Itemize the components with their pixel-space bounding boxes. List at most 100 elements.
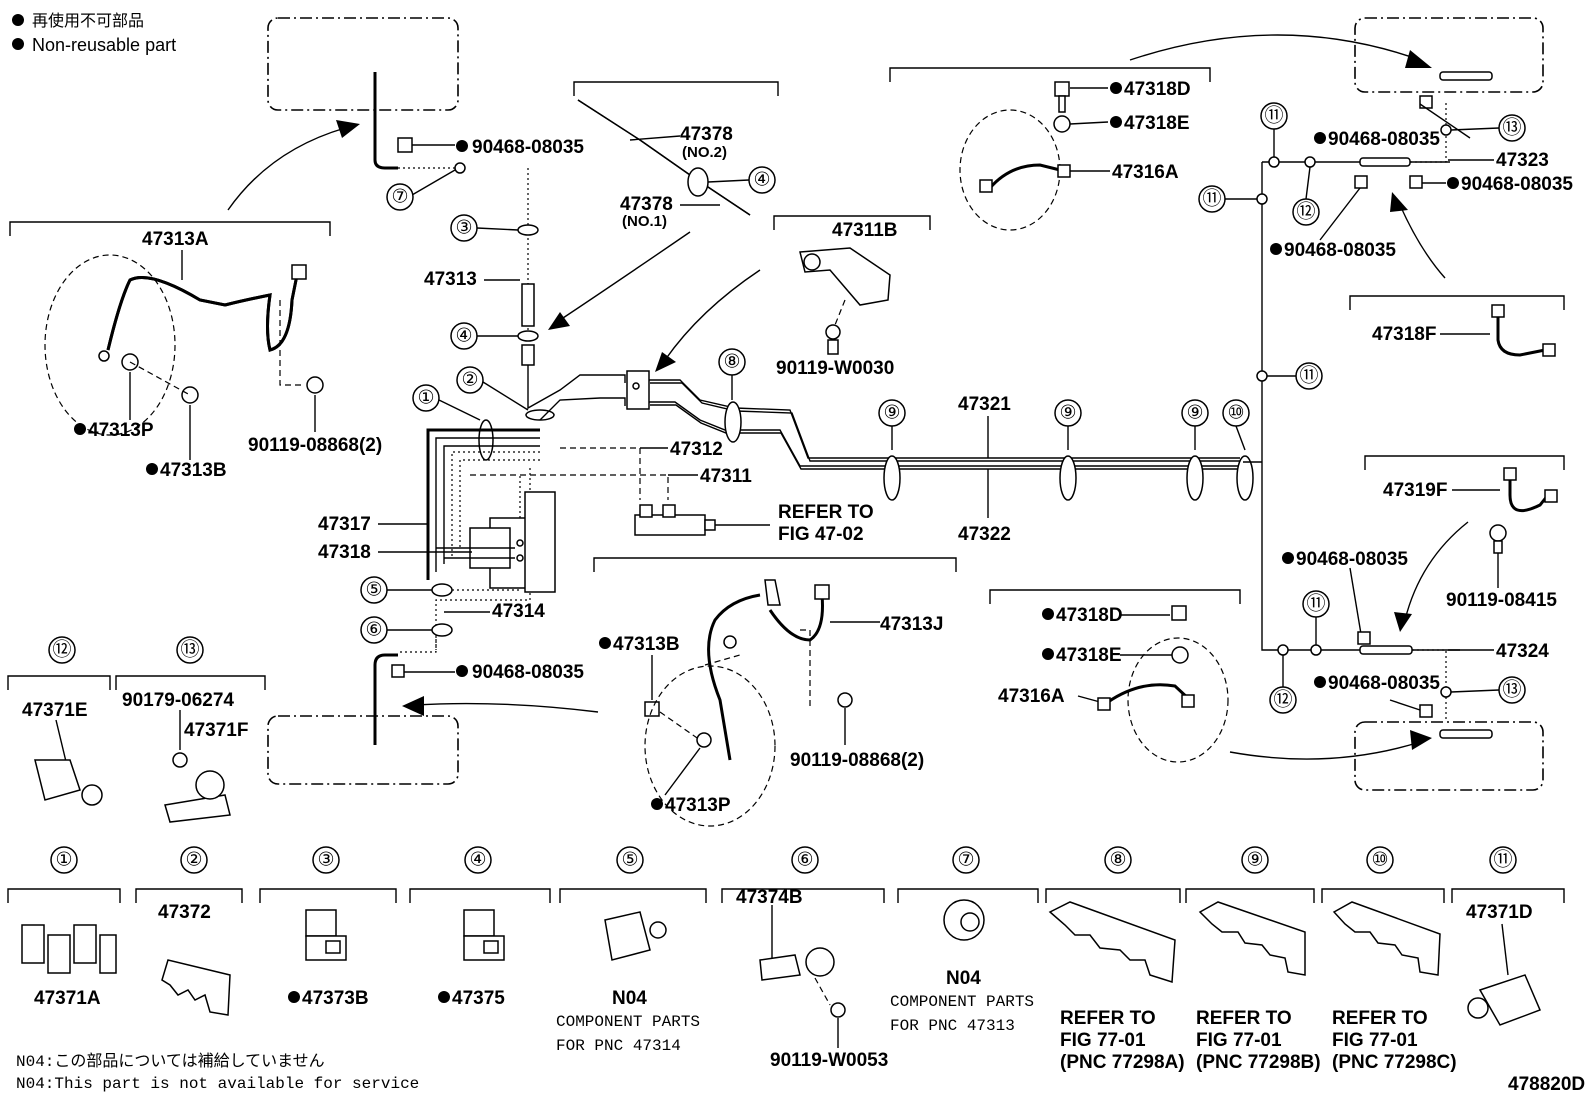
non-reusable-marker-icon — [1110, 82, 1122, 94]
non-reusable-marker-icon — [1447, 177, 1459, 189]
label-47318D-bottom: 47318D — [1056, 605, 1123, 626]
label-47311B: 47311B — [832, 220, 898, 241]
label-47313B-center: 47313B — [613, 634, 680, 655]
label-90468-08035-rm: 90468-08035 — [1296, 549, 1408, 570]
component-parts-47313-l1: COMPONENT PARTS — [890, 993, 1034, 1011]
non-reusable-marker-icon — [12, 38, 24, 50]
side-parts-12-13: ⑫ ⑬ 47371E 90179-06274 47371F — [7, 636, 266, 823]
figure-id: 478820D — [1508, 1074, 1585, 1095]
clip-icon — [1354, 175, 1368, 189]
label-47371F: 47371F — [184, 720, 248, 741]
label-no1: (NO.1) — [622, 213, 667, 230]
label-47318E-bottom: 47318E — [1056, 645, 1122, 666]
ref-9-bottom: ⑨ — [1246, 850, 1263, 871]
part-90119-W0053: 90119-W0053 — [770, 1050, 888, 1071]
ref-2: ② — [461, 370, 478, 391]
ref-4: ④ — [455, 326, 472, 347]
top-left-pipe-group: 90468-08035 ⑦ ③ 47313 ④ — [227, 72, 584, 366]
non-reusable-marker-icon — [1042, 648, 1054, 660]
label-47318D-top: 47318D — [1124, 79, 1191, 100]
legend-en: Non-reusable part — [32, 35, 176, 55]
ref-12-header: ⑫ — [52, 639, 71, 661]
clip-icon — [1419, 95, 1433, 109]
ref-13-header: ⑬ — [180, 639, 199, 661]
non-reusable-marker-icon — [74, 423, 86, 435]
label-90468-08035-tr2: 90468-08035 — [1461, 174, 1573, 195]
ref-8-bottom: ⑧ — [1109, 850, 1126, 871]
part-47371D: 47371D — [1466, 902, 1533, 923]
legend-jp: 再使用不可部品 — [32, 12, 144, 30]
refer-to-10-l1: REFER TO — [1332, 1008, 1428, 1029]
hose-group-47378: 47378 (NO.2) 47378 (NO.1) ④ — [548, 81, 779, 330]
label-47313J: 47313J — [880, 614, 943, 635]
footnote-en: N04:This part is not available for servi… — [16, 1075, 419, 1093]
refer-to-9-l1: REFER TO — [1196, 1008, 1292, 1029]
label-47314: 47314 — [492, 601, 545, 622]
ref-11-bottom: ⑪ — [1493, 849, 1512, 871]
footnote-jp: N04:この部品については補給していません — [16, 1052, 325, 1071]
ref-7-bottom: ⑦ — [957, 850, 974, 871]
non-reusable-marker-icon — [1042, 608, 1054, 620]
clip-icon — [1357, 631, 1371, 645]
label-47324: 47324 — [1496, 641, 1549, 662]
clip-icon — [1409, 175, 1423, 189]
non-reusable-marker-icon — [288, 991, 300, 1003]
bottom-parts-row: ① 47371A ② 47372 ③ 47373B ④ 47375 ⑤ N04 … — [7, 846, 1565, 1073]
right-branch: ⑪ ⑪ ⑫ ⑬ 90468-08035 47323 90468-08035 — [989, 71, 1573, 763]
bracket-group-47311B: 47311B 90119-W0030 — [655, 215, 931, 379]
label-47318: 47318 — [318, 542, 371, 563]
placeholder-box-bottom-right — [1354, 721, 1544, 791]
ref-9b: ⑨ — [1059, 403, 1076, 424]
ref-9a: ⑨ — [883, 403, 900, 424]
label-47322: 47322 — [958, 524, 1011, 545]
label-47313P-left: 47313P — [88, 420, 154, 441]
refer-to-8-l1: REFER TO — [1060, 1008, 1156, 1029]
label-90119-08868-center: 90119-08868(2) — [790, 750, 924, 771]
hose-group-47313A: 47313A 47313P 47313B 90119-08868(2) — [9, 221, 382, 481]
label-90468-08035: 90468-08035 — [472, 137, 584, 158]
ref-4b: ④ — [753, 170, 770, 191]
ref-3-bottom: ③ — [317, 850, 334, 871]
ref-12b: ⑫ — [1273, 689, 1292, 711]
label-90119-08868-left: 90119-08868(2) — [248, 435, 382, 456]
placeholder-box-mid-left — [267, 715, 459, 785]
ref-9c: ⑨ — [1186, 403, 1203, 424]
label-refer-to-main: REFER TO — [778, 502, 874, 523]
label-47313B-left: 47313B — [160, 460, 227, 481]
ref-11b: ⑪ — [1202, 188, 1221, 210]
label-47318F: 47318F — [1372, 324, 1436, 345]
part-47373B: 47373B — [302, 988, 369, 1009]
ref-1: ① — [417, 388, 434, 409]
placeholder-box-top-left — [267, 17, 459, 111]
non-reusable-marker-icon — [1270, 243, 1282, 255]
ref-11d: ⑪ — [1306, 593, 1325, 615]
ref-7: ⑦ — [391, 187, 408, 208]
label-47371E: 47371E — [22, 700, 88, 721]
label-47313: 47313 — [424, 269, 477, 290]
label-90179-06274: 90179-06274 — [122, 690, 234, 711]
label-47316A-top: 47316A — [1112, 162, 1179, 183]
footnote: N04:この部品については補給していません N04:This part is n… — [16, 1052, 1585, 1095]
component-parts-47313-l2: FOR PNC 47313 — [890, 1017, 1015, 1035]
label-47313A: 47313A — [142, 229, 209, 250]
ref-8: ⑧ — [723, 352, 740, 373]
label-fig-47-02: FIG 47-02 — [778, 524, 864, 545]
ref-5-bottom: ⑤ — [621, 850, 638, 871]
non-reusable-marker-icon — [438, 991, 450, 1003]
label-90468-08035-tr1: 90468-08035 — [1328, 129, 1440, 150]
label-47319F: 47319F — [1383, 480, 1447, 501]
label-90119-W0030: 90119-W0030 — [776, 358, 894, 379]
label-90468-08035-rb: 90468-08035 — [1328, 673, 1440, 694]
label-47321: 47321 — [958, 394, 1011, 415]
ref-2-bottom: ② — [185, 850, 202, 871]
part-47371A: 47371A — [34, 988, 101, 1009]
label-47311: 47311 — [700, 466, 752, 487]
non-reusable-marker-icon — [599, 637, 611, 649]
refer-to-9-l3: (PNC 77298B) — [1196, 1052, 1321, 1073]
non-reusable-marker-icon — [1314, 132, 1326, 144]
label-47378-no1: 47378 — [620, 194, 673, 215]
clip-icon — [391, 664, 405, 678]
part-47374B: 47374B — [736, 887, 803, 908]
ref-11a: ⑪ — [1264, 105, 1283, 127]
